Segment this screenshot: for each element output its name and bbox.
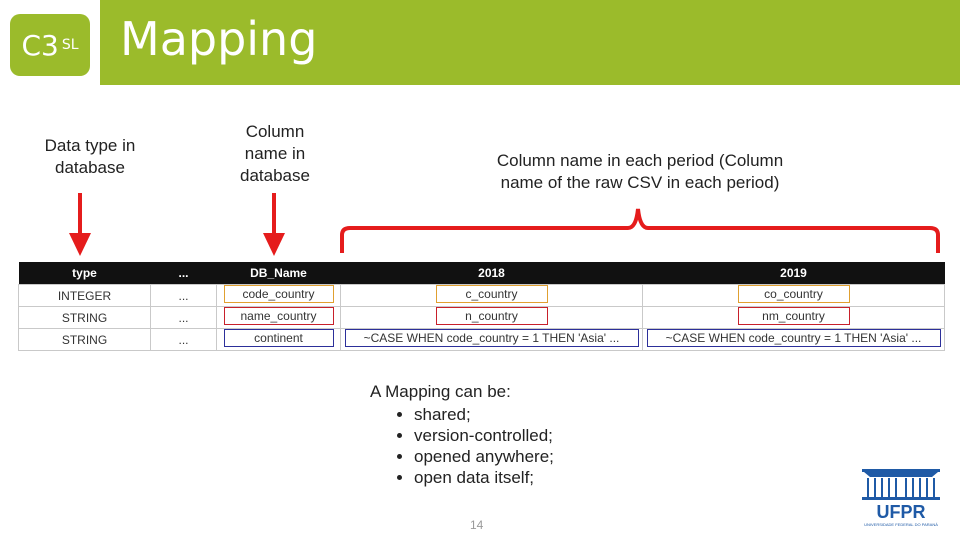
table-row: STRING ... continent ~CASE WHEN code_cou… xyxy=(18,328,945,351)
label-line: Data type in xyxy=(44,136,136,155)
db-name-value: continent xyxy=(223,329,334,347)
type-cell: STRING xyxy=(18,328,151,351)
label-period: Column name in each period (Column name … xyxy=(450,150,830,194)
db-name-cell: continent xyxy=(216,328,341,351)
column-header: DB_Name xyxy=(216,262,341,285)
list-item: version-controlled; xyxy=(414,425,554,446)
page-title: Mapping xyxy=(120,12,318,66)
label-line: database xyxy=(55,158,125,177)
label-column-name: Column name in database xyxy=(220,121,330,187)
column-header: ... xyxy=(150,262,217,285)
logo-main-text: C3 xyxy=(21,28,59,62)
period-2018-value: n_country xyxy=(435,307,548,325)
mapping-table: type ... DB_Name 2018 2019 INTEGER ... c… xyxy=(18,262,945,351)
period-2019-value: nm_country xyxy=(737,307,850,325)
type-cell: INTEGER xyxy=(18,284,151,307)
ellipsis-cell: ... xyxy=(150,328,217,351)
c3sl-logo: C3 SL xyxy=(10,14,90,76)
label-line: Column name in each period (Column xyxy=(496,151,784,170)
notes-list: shared; version-controlled; opened anywh… xyxy=(370,404,554,488)
db-name-cell: name_country xyxy=(216,306,341,329)
period-2019-value: co_country xyxy=(737,285,850,303)
table-row: INTEGER ... code_country c_country co_co… xyxy=(18,284,945,307)
db-name-value: name_country xyxy=(223,307,334,325)
column-header: type xyxy=(18,262,151,285)
label-line: database xyxy=(240,166,310,185)
notes-block: A Mapping can be: shared; version-contro… xyxy=(370,382,554,488)
logo-area: C3 SL xyxy=(0,0,100,85)
arrow-down-icon xyxy=(263,193,285,256)
page-number: 14 xyxy=(470,518,484,532)
label-line: name of the raw CSV in each period) xyxy=(500,173,780,192)
table-row: STRING ... name_country n_country nm_cou… xyxy=(18,306,945,329)
period-2018-cell: ~CASE WHEN code_country = 1 THEN 'Asia' … xyxy=(340,328,643,351)
header-bar xyxy=(0,0,960,85)
type-cell: STRING xyxy=(18,306,151,329)
list-item: open data itself; xyxy=(414,467,554,488)
ufpr-logo: UFPR UNIVERSIDADE FEDERAL DO PARANÁ xyxy=(862,469,940,527)
label-line: name in xyxy=(244,144,306,163)
ufpr-logo-text: UFPR xyxy=(877,502,926,522)
period-2018-cell: n_country xyxy=(340,306,643,329)
period-2018-value: c_country xyxy=(435,285,548,303)
list-item: opened anywhere; xyxy=(414,446,554,467)
period-2019-cell: ~CASE WHEN code_country = 1 THEN 'Asia' … xyxy=(642,328,945,351)
column-header: 2018 xyxy=(340,262,643,285)
table-header-row: type ... DB_Name 2018 2019 xyxy=(18,262,945,285)
period-2019-cell: nm_country xyxy=(642,306,945,329)
db-name-value: code_country xyxy=(223,285,334,303)
period-2018-cell: c_country xyxy=(340,284,643,307)
label-line: Column xyxy=(245,122,305,141)
curly-brace-icon xyxy=(340,208,940,253)
ellipsis-cell: ... xyxy=(150,284,217,307)
list-item: shared; xyxy=(414,404,554,425)
logo-sub-text: SL xyxy=(61,37,79,53)
period-2019-value: ~CASE WHEN code_country = 1 THEN 'Asia' … xyxy=(646,329,941,347)
period-2019-cell: co_country xyxy=(642,284,945,307)
label-data-type: Data type in database xyxy=(20,135,160,179)
ufpr-logo-subtext: UNIVERSIDADE FEDERAL DO PARANÁ xyxy=(864,522,938,527)
db-name-cell: code_country xyxy=(216,284,341,307)
ellipsis-cell: ... xyxy=(150,306,217,329)
period-2018-value: ~CASE WHEN code_country = 1 THEN 'Asia' … xyxy=(344,329,639,347)
arrow-down-icon xyxy=(69,193,91,256)
notes-intro: A Mapping can be: xyxy=(370,382,511,401)
column-header: 2019 xyxy=(642,262,945,285)
